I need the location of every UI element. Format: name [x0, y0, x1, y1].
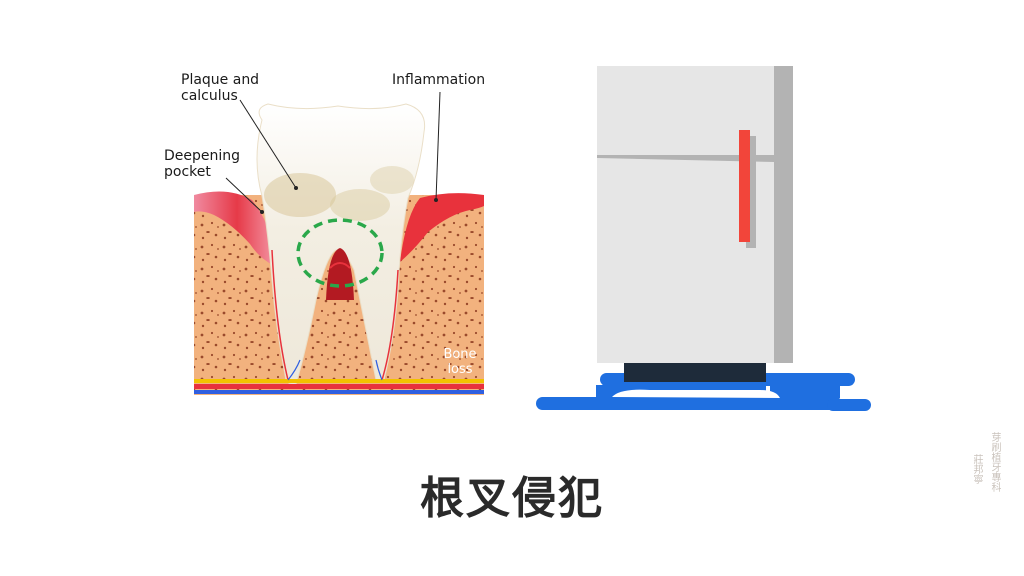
- gum-right: [400, 193, 484, 262]
- slide-caption: 根叉侵犯: [420, 473, 604, 524]
- watermark-col1: 芽刷植牙專科: [989, 432, 1000, 492]
- inflammation-label: Inflammation: [392, 72, 486, 88]
- refrigerator-illustration: [536, 66, 871, 411]
- inflammation-pointer: [435, 91, 441, 201]
- fridge-handle: [739, 130, 750, 242]
- vessels: [194, 359, 484, 394]
- bone-loss-label: Bone loss: [443, 347, 477, 377]
- pocket-label: Deepening pocket: [164, 148, 241, 180]
- watermark-seal: 芽刷植牙專科 莊邦寧: [962, 432, 1002, 522]
- gum-left: [194, 191, 280, 268]
- plaque: [264, 173, 336, 217]
- fridge-base: [624, 363, 766, 382]
- fridge-side: [774, 66, 793, 363]
- plaque-label: Plaque and calculus: [181, 72, 260, 104]
- watermark-col2: 莊邦寧: [971, 454, 982, 484]
- furcation-highlight: [296, 218, 384, 288]
- root-outline: [271, 249, 399, 381]
- plaque-pointer: [239, 99, 297, 189]
- tooth-diagram: [194, 91, 484, 395]
- pocket-pointer: [225, 177, 263, 213]
